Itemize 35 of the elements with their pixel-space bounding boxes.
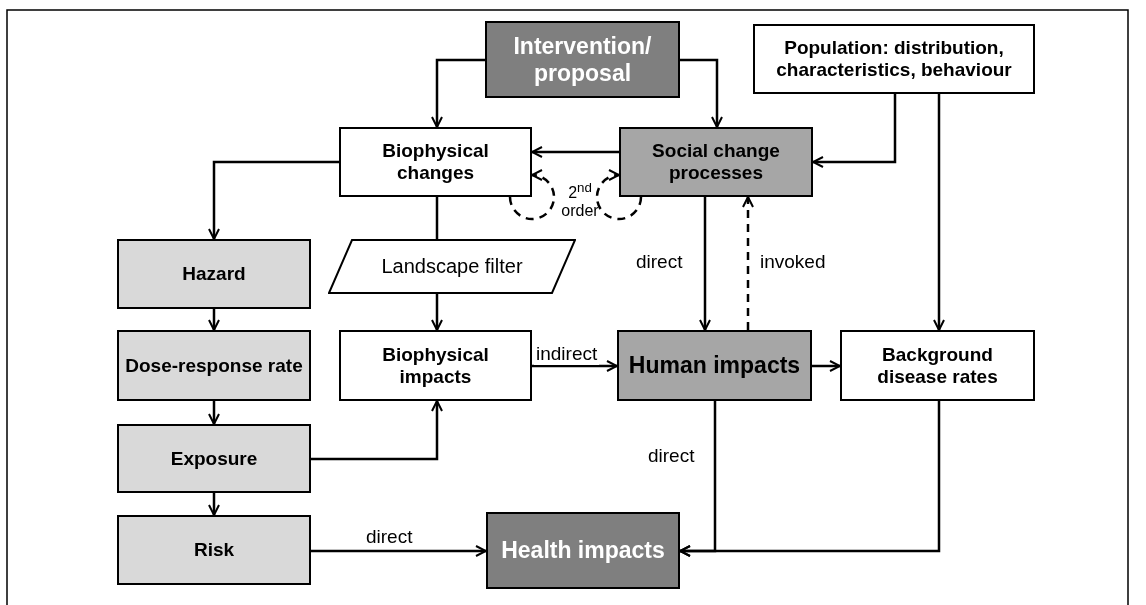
note-label: 2$^{nd}$ order — [560, 181, 600, 220]
filter-parallelogram: Landscape filter — [328, 239, 576, 294]
arrow — [208, 493, 220, 516]
arrow — [208, 309, 220, 331]
process-box: Hazard — [117, 239, 311, 309]
process-box: Dose-response rate — [117, 330, 311, 401]
arrow — [532, 360, 618, 372]
arrow — [431, 294, 443, 331]
arrow — [812, 360, 841, 372]
process-box: Biophysical changes — [339, 127, 532, 197]
arrow — [208, 401, 220, 425]
arrow — [531, 146, 619, 158]
process-box: Risk — [117, 515, 311, 585]
arrow — [933, 94, 945, 331]
arrow — [812, 94, 897, 168]
connector-line — [435, 197, 439, 239]
process-box: Biophysical impacts — [339, 330, 532, 401]
edge-label: indirect — [534, 344, 600, 365]
process-box: Exposure — [117, 424, 311, 493]
arrow — [311, 545, 487, 557]
process-box: Intervention/ proposal — [485, 21, 680, 98]
arrow — [680, 58, 723, 128]
process-box: Background disease rates — [840, 330, 1035, 401]
loop-arrow — [595, 169, 643, 221]
process-box: Health impacts — [486, 512, 680, 589]
arrow — [742, 196, 754, 330]
arrow — [208, 160, 339, 240]
process-box: Population: distribution, characteristics, behaviour — [753, 24, 1035, 94]
arrow — [679, 401, 941, 557]
process-box: Social change processes — [619, 127, 813, 197]
arrow — [431, 58, 485, 128]
arrow — [699, 197, 711, 331]
loop-arrow — [508, 169, 556, 221]
arrow — [311, 400, 443, 461]
process-box: Human impacts — [617, 330, 812, 401]
